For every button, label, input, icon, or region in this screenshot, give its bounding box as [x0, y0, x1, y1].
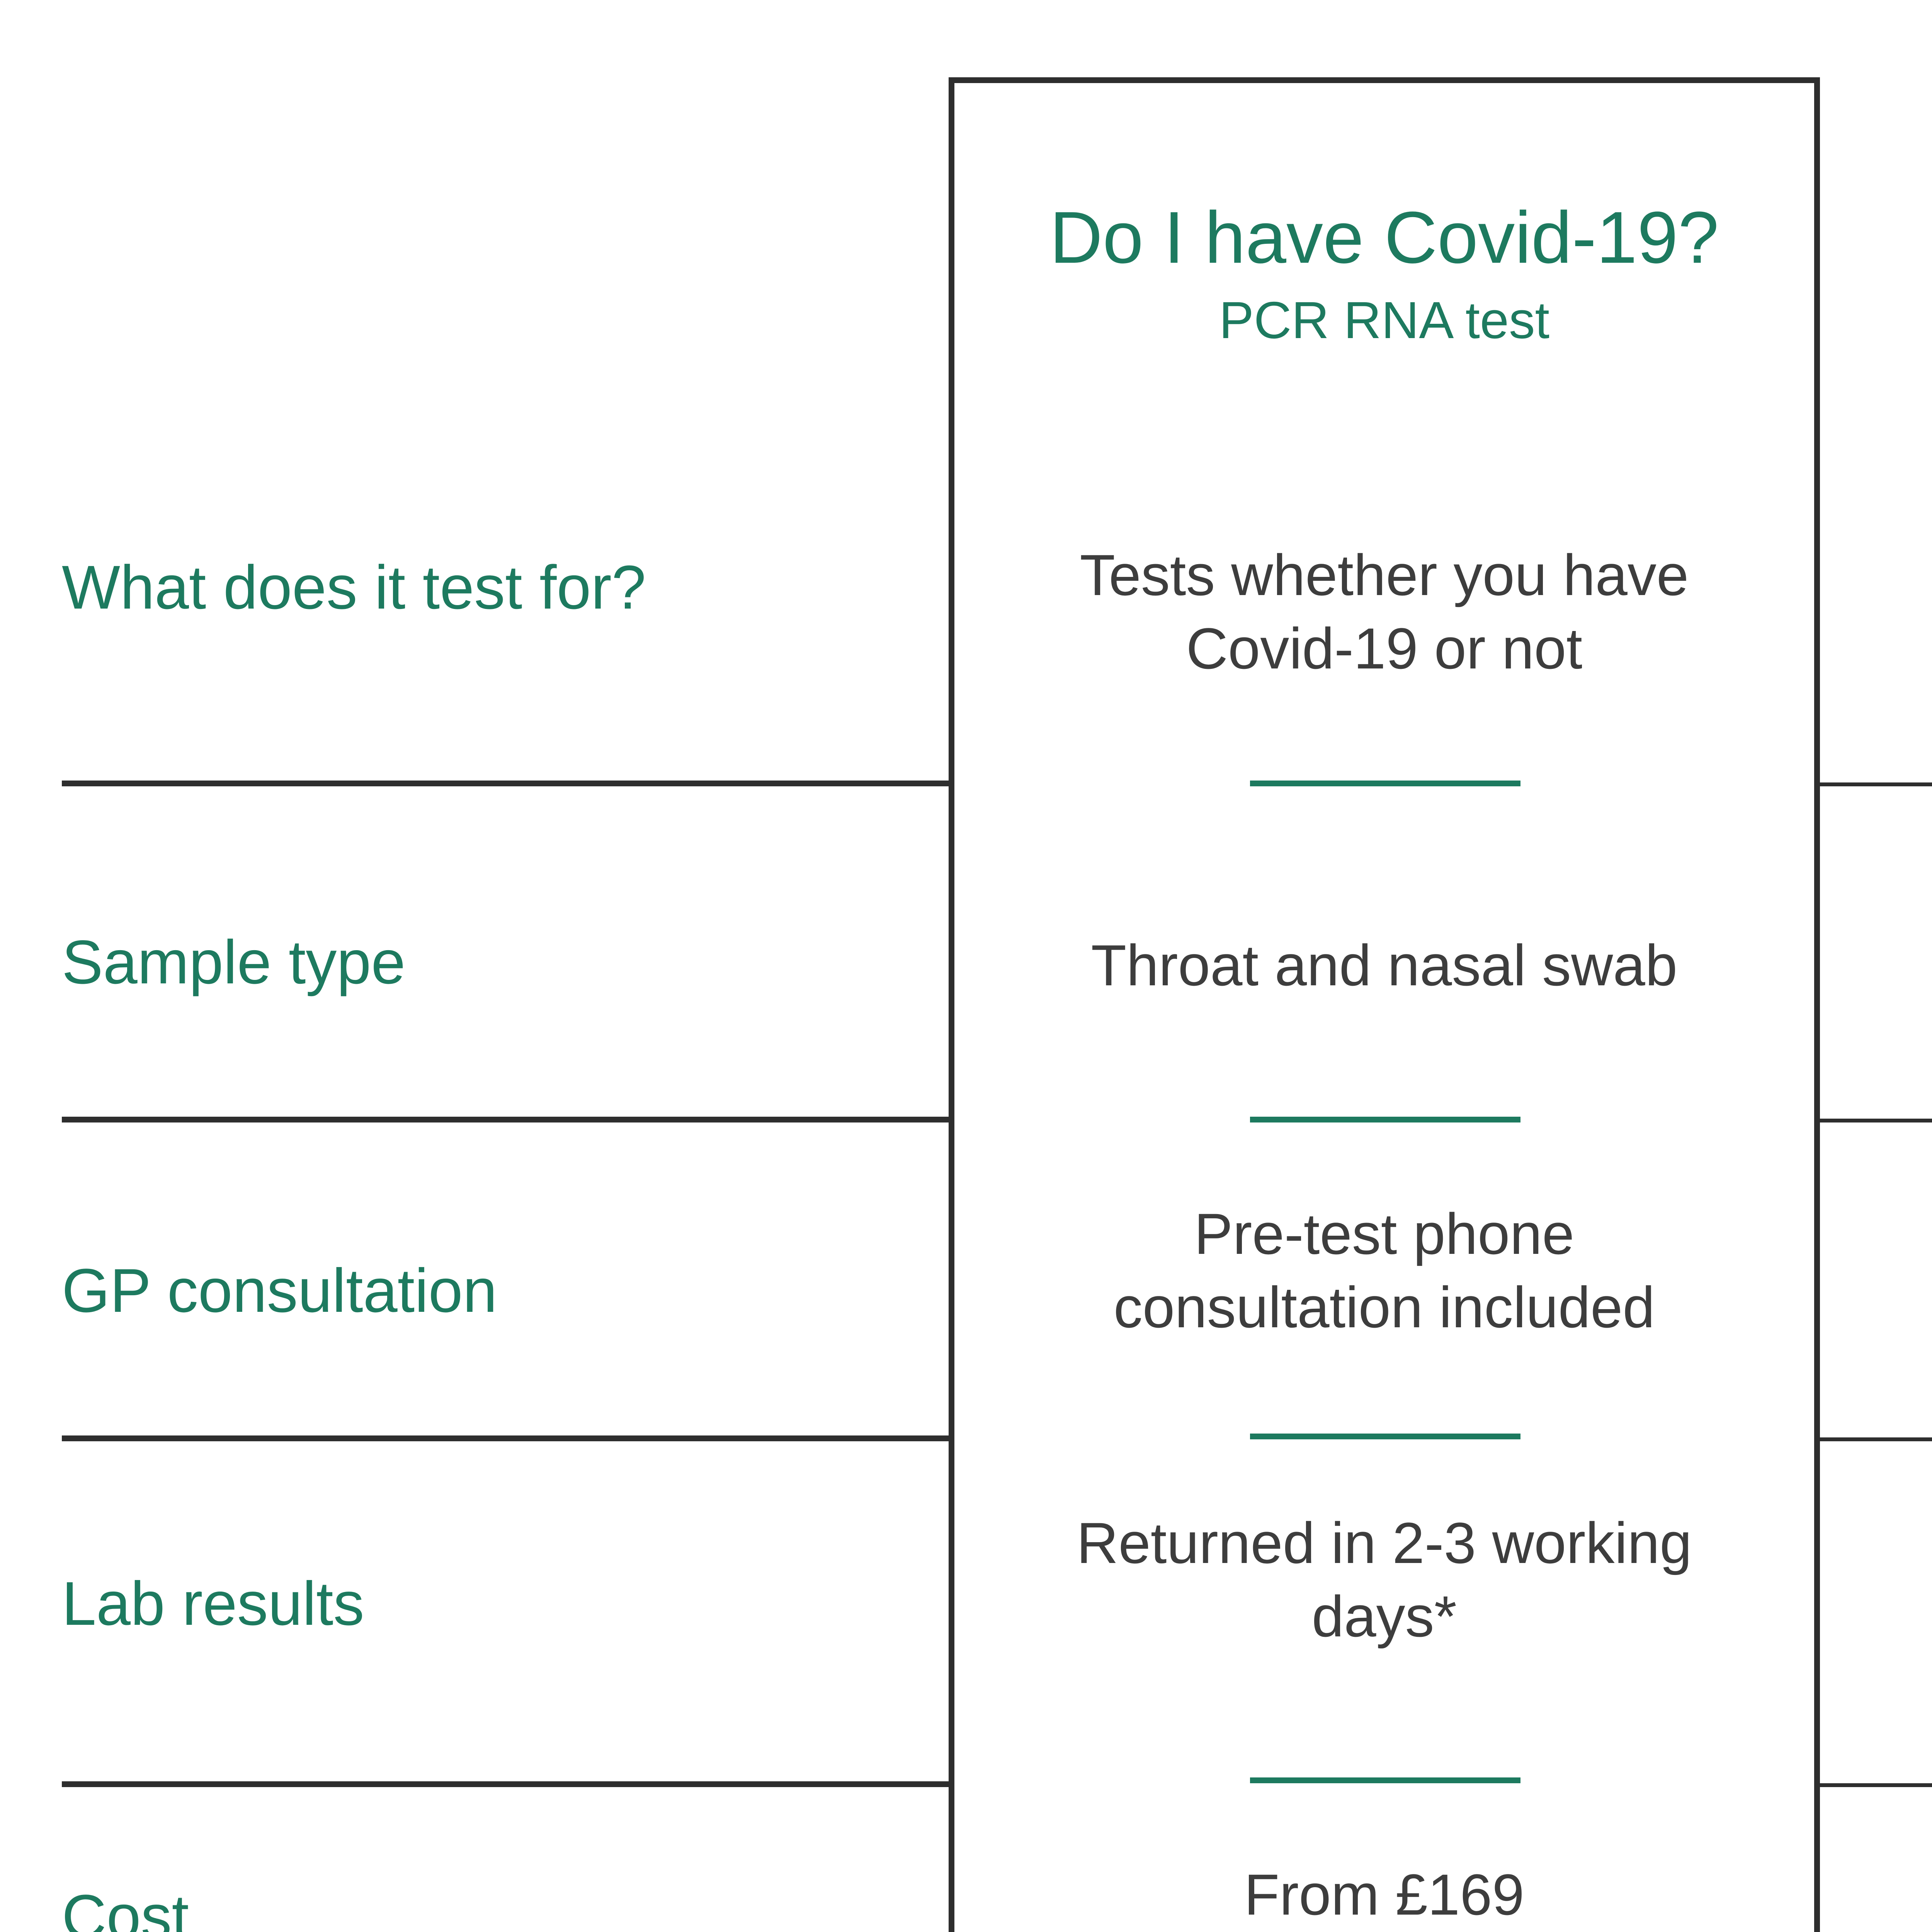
cell-test-purpose: Tests whether you have Covid-19 or not [1080, 545, 1689, 682]
row-label-what-does-it-test-for: What does it test for? [62, 553, 646, 622]
row-divider-line [62, 1117, 954, 1122]
row-divider-line [62, 1781, 954, 1787]
row-label-sample-type: Sample type [62, 927, 406, 997]
cell-underline [1249, 781, 1520, 786]
cell-underline [1249, 1777, 1520, 1783]
connector-line [1814, 1119, 1932, 1122]
row-label-cost: Cost [62, 1882, 189, 1932]
cell-underline [1249, 1117, 1520, 1122]
cell-gp-consultation: Pre-test phone consultation included [1113, 1204, 1655, 1341]
row-divider-line [62, 1435, 954, 1441]
column-pcr-test: Do I have Covid-19? PCR RNA test Tests w… [949, 77, 1820, 1932]
column-title: Do I have Covid-19? [1049, 199, 1719, 280]
row-label-gp-consultation: GP consultation [62, 1256, 497, 1325]
column-subtitle: PCR RNA test [1219, 292, 1550, 350]
connector-line [1814, 1783, 1932, 1787]
connector-line [1814, 1437, 1932, 1441]
connector-line [1814, 782, 1932, 786]
cell-lab-results: Returned in 2-3 working days* [1077, 1513, 1692, 1650]
cell-underline [1249, 1434, 1520, 1439]
row-label-lab-results: Lab results [62, 1569, 364, 1638]
cell-sample-type: Throat and nasal swab [1091, 935, 1678, 999]
cell-cost: From £169 [1244, 1864, 1525, 1928]
row-divider-line [62, 781, 954, 786]
